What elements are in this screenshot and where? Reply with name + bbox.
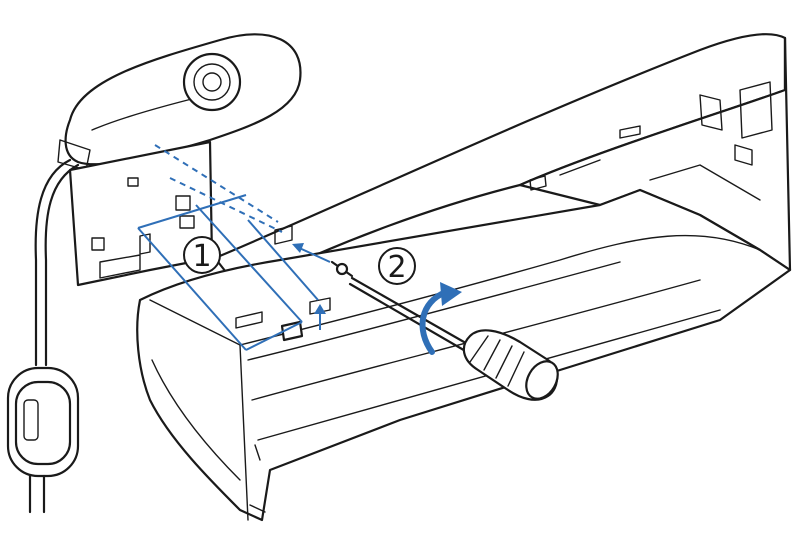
step-callout-1: 1 (183, 236, 221, 274)
mounting-plate (68, 140, 214, 287)
step-1-guides (137, 144, 326, 351)
step-2-arrow (292, 243, 331, 263)
step-1-label: 1 (192, 239, 211, 274)
ferrite-core-cable (6, 158, 80, 514)
step-2-label: 2 (387, 250, 406, 285)
rotate-arrow (419, 282, 462, 355)
screw (330, 260, 354, 278)
screwdriver (348, 276, 559, 401)
projector-unit (57, 33, 302, 171)
step-callout-2: 2 (378, 247, 416, 285)
